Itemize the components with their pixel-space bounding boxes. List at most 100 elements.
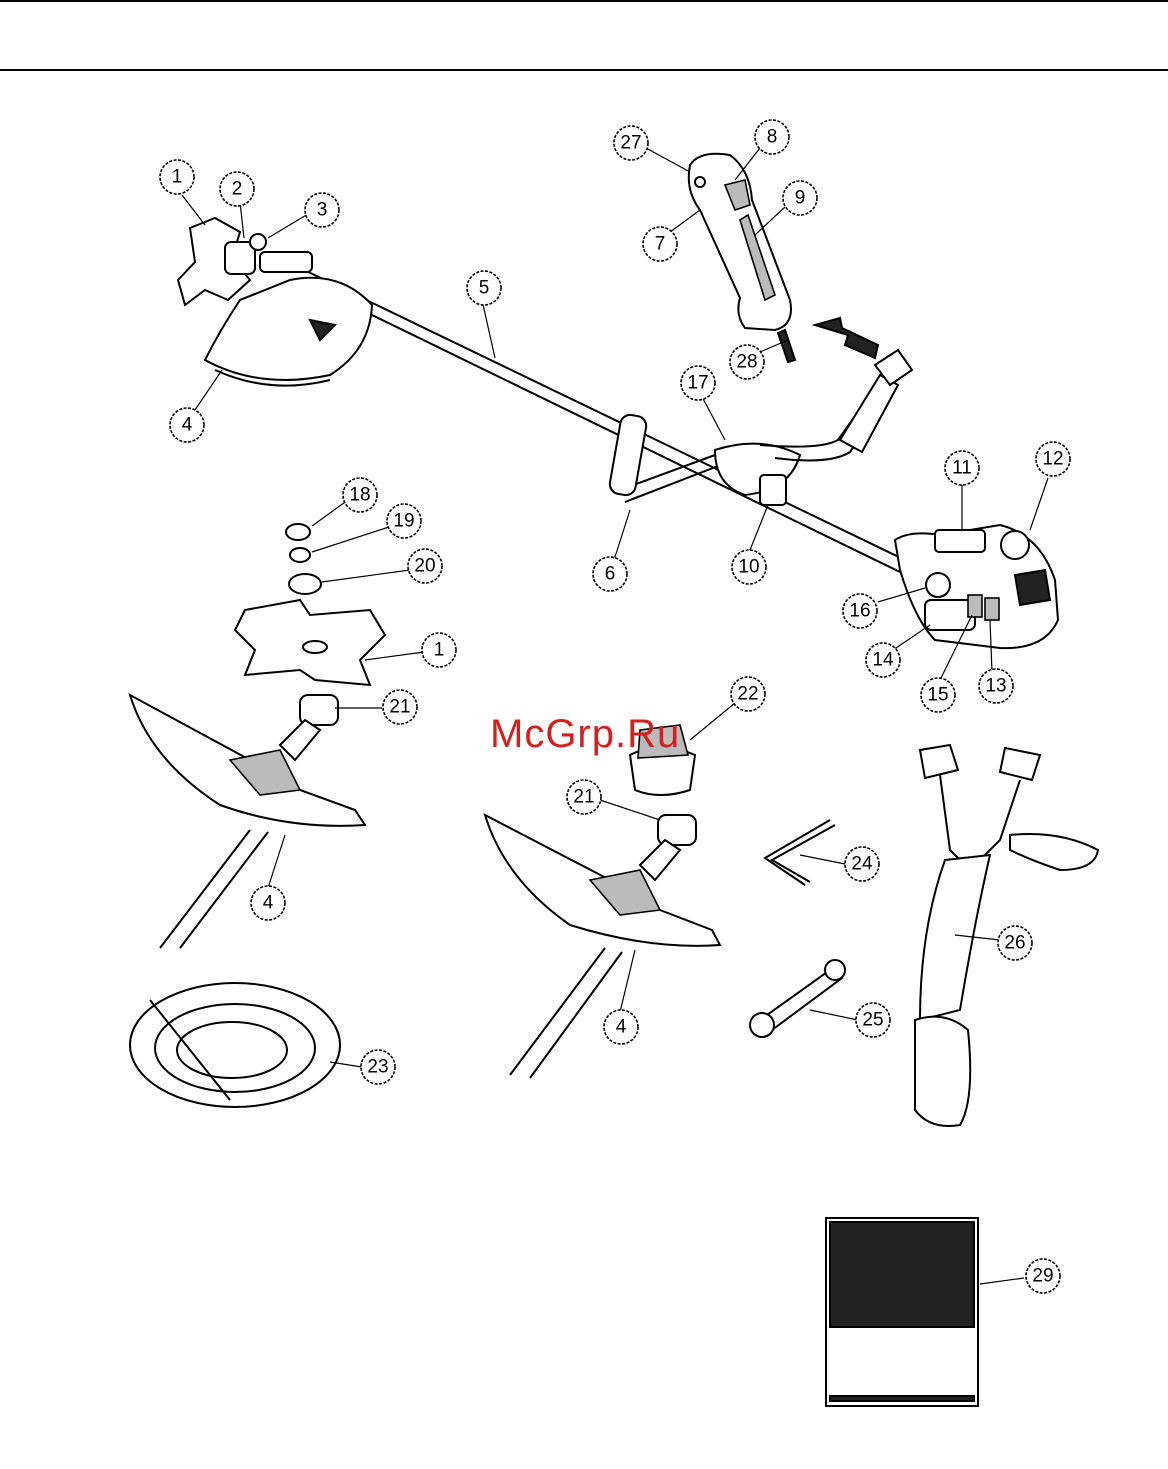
manual-photo [830, 1222, 974, 1327]
air-filter-16 [926, 573, 950, 597]
callout-26: 26 [998, 926, 1032, 960]
svg-text:1: 1 [172, 167, 183, 188]
stop-switch-27 [695, 177, 705, 187]
svg-text:21: 21 [573, 787, 594, 808]
callout-1: 1 [160, 160, 194, 194]
gearbox-neck [280, 720, 320, 760]
svg-text:4: 4 [182, 415, 193, 436]
nut-18 [286, 524, 310, 540]
svg-text:15: 15 [927, 685, 948, 706]
callout-21: 21 [383, 690, 417, 724]
callout-6: 6 [593, 557, 627, 591]
svg-text:18: 18 [349, 485, 370, 506]
svg-text:20: 20 [414, 556, 435, 577]
callout-10: 10 [732, 550, 766, 584]
callout-14: 14 [866, 643, 900, 677]
svg-text:28: 28 [736, 352, 757, 373]
svg-text:4: 4 [616, 1017, 627, 1038]
svg-text:3: 3 [317, 200, 328, 221]
callout-5: 5 [467, 271, 501, 305]
harness-buckle-left [920, 745, 958, 778]
callout-22: 22 [731, 677, 765, 711]
gearbox-neck-b [640, 840, 680, 880]
recoil-starter [1015, 570, 1050, 605]
callout-28: 28 [730, 345, 764, 379]
callout-13: 13 [979, 669, 1013, 703]
svg-text:21: 21 [389, 697, 410, 718]
assembly-direction-arrow [815, 318, 878, 358]
choke-13 [985, 598, 999, 620]
callout-27: 27 [614, 126, 648, 160]
spanner-ring-a [750, 1013, 774, 1037]
svg-text:8: 8 [767, 127, 778, 148]
shaft-stub-a [160, 830, 250, 948]
flange-20 [289, 574, 321, 594]
svg-text:1: 1 [434, 640, 445, 661]
svg-text:26: 26 [1004, 933, 1025, 954]
callout-1b: 1 [422, 633, 456, 667]
callout-8: 8 [755, 120, 789, 154]
throttle-cable-28 [778, 330, 795, 362]
harness-strap-left [940, 775, 960, 860]
callout-4: 4 [170, 408, 204, 442]
gear-housing [260, 252, 312, 272]
trimmer-head-kit [485, 725, 720, 1078]
svg-text:10: 10 [738, 557, 759, 578]
svg-text:14: 14 [872, 650, 894, 671]
callout-16: 16 [843, 594, 877, 628]
svg-text:27: 27 [620, 133, 641, 154]
svg-text:23: 23 [367, 1057, 388, 1078]
harness-pad [915, 1017, 970, 1126]
blade-center-hole [303, 641, 327, 653]
trimmer-line-23 [130, 983, 340, 1107]
engine-cover-11 [935, 530, 985, 552]
callout-23: 23 [361, 1050, 395, 1084]
callout-4c: 4 [604, 1010, 638, 1044]
callout-2: 2 [220, 172, 254, 206]
callout-18: 18 [343, 478, 377, 512]
callout-9: 9 [783, 181, 817, 215]
svg-text:2: 2 [232, 179, 243, 200]
callout-29: 29 [1026, 1259, 1060, 1293]
allen-key-edge [772, 825, 835, 882]
callout-4b: 4 [251, 886, 285, 920]
svg-text:19: 19 [393, 511, 414, 532]
manual-bottom-bar [830, 1396, 974, 1401]
svg-text:25: 25 [862, 1010, 883, 1031]
tools [750, 820, 845, 1037]
svg-text:16: 16 [849, 601, 870, 622]
svg-text:6: 6 [605, 564, 616, 585]
svg-text:24: 24 [851, 854, 873, 875]
callout-19: 19 [387, 504, 421, 538]
svg-text:11: 11 [952, 458, 972, 479]
front-grip [608, 413, 647, 496]
clamp-bolt-10 [760, 475, 786, 505]
svg-text:7: 7 [655, 234, 666, 255]
svg-text:12: 12 [1042, 449, 1063, 470]
callout-24: 24 [845, 847, 879, 881]
svg-text:4: 4 [263, 893, 274, 914]
washer-19 [290, 548, 310, 562]
callout-25: 25 [856, 1003, 890, 1037]
callout-12: 12 [1036, 442, 1070, 476]
callout-20: 20 [408, 549, 442, 583]
primer-15 [968, 595, 982, 617]
svg-text:22: 22 [737, 684, 758, 705]
svg-text:29: 29 [1032, 1266, 1053, 1287]
callout-7: 7 [643, 227, 677, 261]
svg-text:9: 9 [795, 188, 806, 209]
harness-buckle-right [1000, 748, 1040, 780]
callout-17: 17 [681, 366, 715, 400]
watermark-text: McGrp.Ru [490, 712, 680, 757]
callout-11: 11 [945, 451, 979, 485]
callout-3: 3 [305, 193, 339, 227]
line-coil-outer [130, 983, 340, 1107]
svg-text:17: 17 [687, 373, 708, 394]
callout-21b: 21 [567, 780, 601, 814]
svg-text:5: 5 [479, 278, 490, 299]
harness-loop [1010, 834, 1098, 870]
operator-manual-29 [826, 1218, 978, 1406]
callout-15: 15 [921, 678, 955, 712]
svg-text:13: 13 [985, 676, 1006, 697]
